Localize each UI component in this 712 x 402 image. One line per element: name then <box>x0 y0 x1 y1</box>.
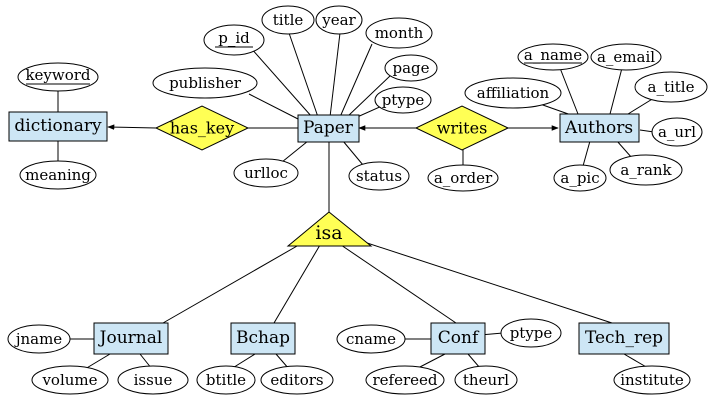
attribute-publisher[interactable]: publisher <box>152 67 258 99</box>
attribute-affiliation-label: affiliation <box>477 84 550 102</box>
attribute-a-name-label: a_name <box>524 46 582 64</box>
attribute-a-email-label: a_email <box>597 48 655 66</box>
relationship-has-key[interactable]: has_key <box>154 105 250 151</box>
attribute-meaning[interactable]: meaning <box>19 160 97 190</box>
entity-dictionary[interactable]: dictionary <box>8 111 108 142</box>
entity-paper[interactable]: Paper <box>297 114 360 143</box>
attribute-meaning-label: meaning <box>25 166 91 184</box>
attribute-page-label: page <box>392 59 429 77</box>
attribute-issue[interactable]: issue <box>117 365 189 395</box>
attribute-conf-ptype[interactable]: ptype <box>500 318 562 348</box>
attribute-keyword-label: keyword <box>25 66 90 84</box>
entity-journal-label: Journal <box>98 328 163 348</box>
connector-lines <box>57 32 655 370</box>
attribute-a-pic-label: a_pic <box>560 169 599 187</box>
attribute-btitle-label: btitle <box>206 371 246 389</box>
attribute-year[interactable]: year <box>315 5 363 35</box>
attribute-keyword[interactable]: keyword <box>17 62 99 92</box>
attribute-volume-label: volume <box>41 371 97 389</box>
entity-paper-label: Paper <box>303 118 354 138</box>
attribute-a-rank-label: a_rank <box>620 161 672 179</box>
attribute-issue-label: issue <box>134 371 173 389</box>
attribute-cname[interactable]: cname <box>336 324 406 354</box>
relationship-isa[interactable]: isa <box>286 211 373 247</box>
attribute-page[interactable]: page <box>384 54 438 82</box>
attribute-editors[interactable]: editors <box>260 365 334 395</box>
attribute-status-label: status <box>356 167 402 185</box>
attribute-btitle[interactable]: btitle <box>196 365 256 395</box>
attribute-urlloc[interactable]: urlloc <box>233 158 299 188</box>
entity-journal[interactable]: Journal <box>93 322 169 355</box>
entity-authors[interactable]: Authors <box>559 113 640 143</box>
attribute-ptype[interactable]: ptype <box>374 86 432 114</box>
attribute-urlloc-label: urlloc <box>244 164 288 182</box>
attribute-conf-ptype-label: ptype <box>510 324 553 342</box>
attribute-affiliation[interactable]: affiliation <box>464 77 562 109</box>
entity-bchap[interactable]: Bchap <box>230 322 296 355</box>
attribute-jname-label: jname <box>14 330 62 348</box>
attribute-a-order[interactable]: a_order <box>427 164 499 192</box>
attribute-a-url-label: a_url <box>658 123 696 141</box>
attribute-p-id-label: p_id <box>218 29 250 47</box>
attribute-year-label: year <box>321 11 356 29</box>
entity-tech-rep-label: Tech_rep <box>585 328 663 348</box>
attribute-publisher-label: publisher <box>169 74 242 92</box>
relationship-writes[interactable]: writes <box>414 105 510 151</box>
attribute-a-email[interactable]: a_email <box>590 43 662 71</box>
attribute-jname[interactable]: jname <box>7 324 71 354</box>
attribute-ptype-label: ptype <box>382 91 425 109</box>
attribute-a-rank[interactable]: a_rank <box>609 154 683 186</box>
attribute-a-title[interactable]: a_title <box>634 71 708 103</box>
attribute-theurl[interactable]: theurl <box>454 365 518 395</box>
attribute-month-label: month <box>375 24 424 42</box>
relationship-isa-label: isa <box>315 222 342 244</box>
attribute-editors-label: editors <box>270 371 323 389</box>
attribute-a-pic[interactable]: a_pic <box>553 164 607 192</box>
attribute-refereed-label: refereed <box>372 371 437 389</box>
entity-tech-rep[interactable]: Tech_rep <box>578 322 670 355</box>
attribute-month[interactable]: month <box>365 17 433 49</box>
attribute-title[interactable]: title <box>261 5 315 35</box>
attribute-institute-label: institute <box>620 371 684 389</box>
attribute-a-name[interactable]: a_name <box>517 43 589 71</box>
attribute-refereed[interactable]: refereed <box>365 365 445 395</box>
attribute-institute[interactable]: institute <box>613 365 691 395</box>
attribute-p-id[interactable]: p_id <box>203 24 265 56</box>
relationship-has-key-label: has_key <box>170 119 234 138</box>
attribute-a-url[interactable]: a_url <box>651 117 703 147</box>
attribute-title-label: title <box>273 11 304 29</box>
entity-conf[interactable]: Conf <box>430 322 486 355</box>
entity-authors-label: Authors <box>564 118 633 138</box>
entity-conf-label: Conf <box>438 328 480 348</box>
attribute-a-order-label: a_order <box>434 169 493 187</box>
entity-bchap-label: Bchap <box>236 328 290 348</box>
entity-dictionary-label: dictionary <box>14 116 102 136</box>
attribute-theurl-label: theurl <box>463 371 509 389</box>
relationship-writes-label: writes <box>437 119 488 138</box>
attribute-status[interactable]: status <box>348 161 410 191</box>
attribute-a-title-label: a_title <box>648 78 695 96</box>
attribute-volume[interactable]: volume <box>31 365 109 395</box>
attribute-cname-label: cname <box>346 330 396 348</box>
